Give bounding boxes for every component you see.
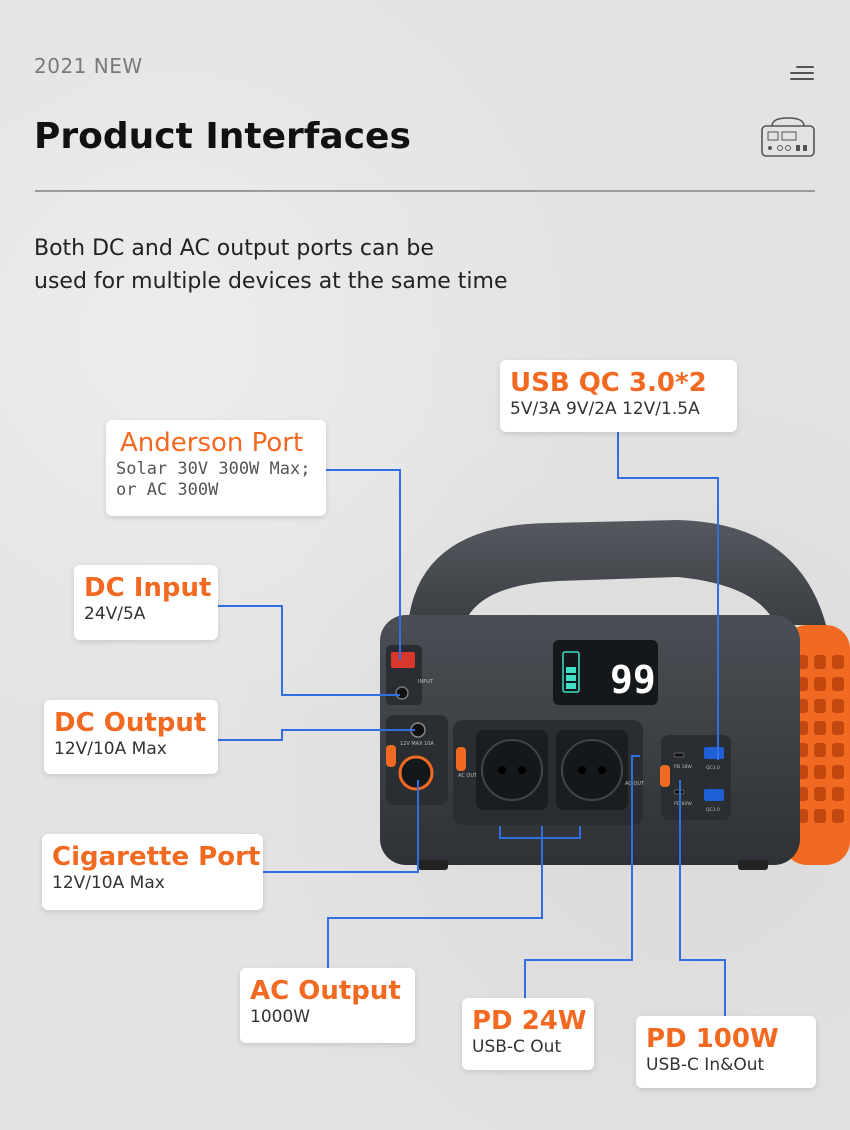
callout-pd100-title: PD 100W — [646, 1024, 779, 1054]
callout-dc-output-title: DC Output — [54, 708, 207, 738]
label-input: INPUT — [418, 679, 434, 685]
callout-dc-input-title: DC Input — [84, 573, 212, 603]
callout-anderson: Anderson Port Solar 30V 300W Max; or AC … — [106, 420, 326, 516]
callout-pd24-title: PD 24W — [472, 1006, 587, 1036]
power-station-image: INPUT 99 12V MAX 10A AC OUT AC OUT PD 18… — [380, 520, 850, 870]
menu-icon[interactable] — [790, 66, 814, 82]
label-qc-bottom: QC3.0 — [706, 807, 720, 813]
label-ac-left: AC OUT — [458, 773, 478, 779]
label-ac-right: AC OUT — [625, 781, 645, 787]
callout-dc-input-detail: 24V/5A — [84, 604, 146, 625]
battery-display: 99 — [610, 658, 656, 702]
battery-icon — [562, 651, 580, 693]
subtitle-line-1: Both DC and AC output ports can be — [34, 236, 434, 261]
label-pd-top: PD 18W — [674, 764, 692, 770]
callout-usb-qc-title: USB QC 3.0*2 — [510, 368, 707, 398]
page-subtitle: Both DC and AC output ports can be used … — [34, 232, 594, 298]
callout-dc-output: DC Output 12V/10A Max — [44, 700, 218, 774]
callout-anderson-detail-2: or AC 300W — [116, 480, 219, 501]
callout-cigarette: Cigarette Port 12V/10A Max — [42, 834, 263, 910]
subtitle-line-2: used for multiple devices at the same ti… — [34, 269, 508, 294]
label-qc-top: QC3.0 — [706, 765, 720, 771]
callout-anderson-title: Anderson Port — [120, 428, 304, 458]
callout-cigarette-title: Cigarette Port — [52, 842, 261, 872]
connector-dc-input — [218, 605, 400, 696]
callout-pd100: PD 100W USB-C In&Out — [636, 1016, 816, 1088]
callout-dc-input: DC Input 24V/5A — [74, 565, 218, 640]
callout-usb-qc-detail: 5V/3A 9V/2A 12V/1.5A — [510, 399, 700, 420]
callout-dc-output-detail: 12V/10A Max — [54, 739, 167, 760]
header-divider — [35, 190, 815, 192]
label-dc: 12V MAX 10A — [400, 741, 434, 747]
callout-anderson-detail-1: Solar 30V 300W Max; — [116, 459, 311, 480]
year-label: 2021 NEW — [34, 54, 143, 78]
power-station-thumbnail-icon — [761, 117, 815, 157]
callout-pd100-detail: USB-C In&Out — [646, 1055, 765, 1076]
callout-usb-qc: USB QC 3.0*2 5V/3A 9V/2A 12V/1.5A — [500, 360, 737, 432]
callout-pd24: PD 24W USB-C Out — [462, 998, 594, 1070]
callout-ac-output-detail: 1000W — [250, 1007, 311, 1028]
callout-ac-output: AC Output 1000W — [240, 968, 415, 1043]
page-title: Product Interfaces — [34, 116, 411, 157]
callout-ac-output-title: AC Output — [250, 976, 401, 1006]
label-pd-bottom: PD 60W — [674, 801, 692, 807]
callout-cigarette-detail: 12V/10A Max — [52, 873, 165, 894]
callout-pd24-detail: USB-C Out — [472, 1037, 562, 1058]
